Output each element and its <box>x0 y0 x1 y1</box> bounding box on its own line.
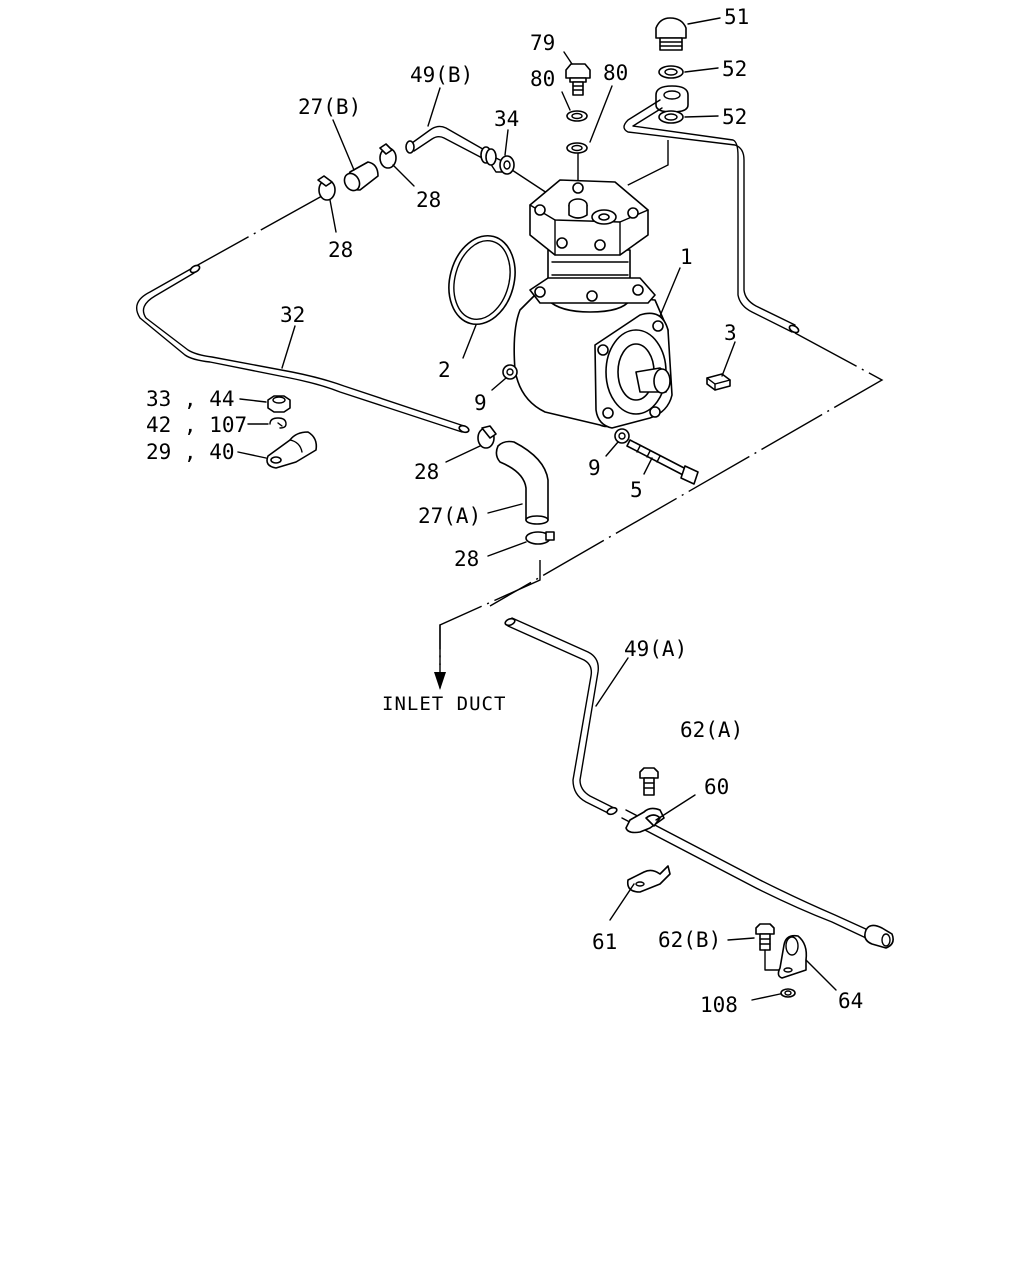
bolt-5 <box>626 439 699 485</box>
bolt-79 <box>565 63 591 96</box>
washer-9-lower <box>614 428 630 444</box>
clamp-28-c <box>477 425 497 449</box>
label-79: 79 <box>530 31 555 55</box>
label-33-44: 33 , 44 <box>146 387 235 411</box>
clamp-60 <box>625 807 665 834</box>
washer-9-upper <box>502 364 518 380</box>
label-27b: 27(B) <box>298 95 361 119</box>
hose-27a <box>495 440 549 525</box>
clamp-61 <box>626 865 671 893</box>
label-42-107: 42 , 107 <box>146 413 247 437</box>
label-80-right: 80 <box>603 61 628 85</box>
label-80-left: 80 <box>530 67 555 91</box>
bolt-62a <box>639 767 659 796</box>
label-51: 51 <box>724 5 749 29</box>
label-62a: 62(A) <box>680 718 743 742</box>
label-29-40: 29 , 40 <box>146 440 235 464</box>
clip-64 <box>777 934 808 979</box>
label-52-lower: 52 <box>722 105 747 129</box>
label-108: 108 <box>700 993 738 1017</box>
label-60: 60 <box>704 775 729 799</box>
clamp-28-d <box>525 531 555 545</box>
label-27a: 27(A) <box>418 504 481 528</box>
label-28-c: 28 <box>414 460 439 484</box>
label-28-d: 28 <box>454 547 479 571</box>
delivery-pipe <box>623 99 800 334</box>
washer-52-upper <box>658 65 684 79</box>
washer-80-upper <box>566 110 588 122</box>
washer-52-lower <box>658 110 684 124</box>
banjo-fitting <box>655 85 689 113</box>
leader-lines <box>237 17 837 1001</box>
label-9-upper: 9 <box>474 391 487 415</box>
hose-49b <box>405 125 497 166</box>
o-ring <box>448 234 516 326</box>
clamp-28-b <box>317 175 336 201</box>
part-labels: 51 52 52 79 80 80 49(B) 27(B) 34 28 28 1… <box>146 5 863 1017</box>
pipe-49a <box>504 617 618 816</box>
label-32: 32 <box>280 303 305 327</box>
label-28-b: 28 <box>328 238 353 262</box>
clip-29-40 <box>266 431 318 469</box>
label-34: 34 <box>494 107 519 131</box>
label-1: 1 <box>680 245 693 269</box>
clamp-28-a <box>379 143 397 169</box>
label-64: 64 <box>838 989 863 1013</box>
label-5: 5 <box>630 478 643 502</box>
label-49b: 49(B) <box>410 63 473 87</box>
label-49a: 49(A) <box>624 637 687 661</box>
hose-27b <box>343 161 379 192</box>
washer-80-lower <box>566 142 588 154</box>
label-3: 3 <box>724 321 737 345</box>
air-compressor <box>513 179 673 429</box>
bolt-62b <box>755 923 781 971</box>
label-28-a: 28 <box>416 188 441 212</box>
label-52-upper: 52 <box>722 57 747 81</box>
pipe-lower-right <box>621 809 894 949</box>
key <box>706 373 731 391</box>
inlet-duct-arrow <box>434 624 446 690</box>
washer-42-107 <box>269 417 287 429</box>
washer-108 <box>780 988 796 998</box>
pipe-32 <box>136 264 470 434</box>
label-9-lower: 9 <box>588 456 601 480</box>
label-62b: 62(B) <box>658 928 721 952</box>
label-61: 61 <box>592 930 617 954</box>
plug-51 <box>655 17 687 51</box>
nut-33-44 <box>267 395 291 413</box>
label-inlet-duct: INLET DUCT <box>382 693 506 715</box>
label-2: 2 <box>438 358 451 382</box>
